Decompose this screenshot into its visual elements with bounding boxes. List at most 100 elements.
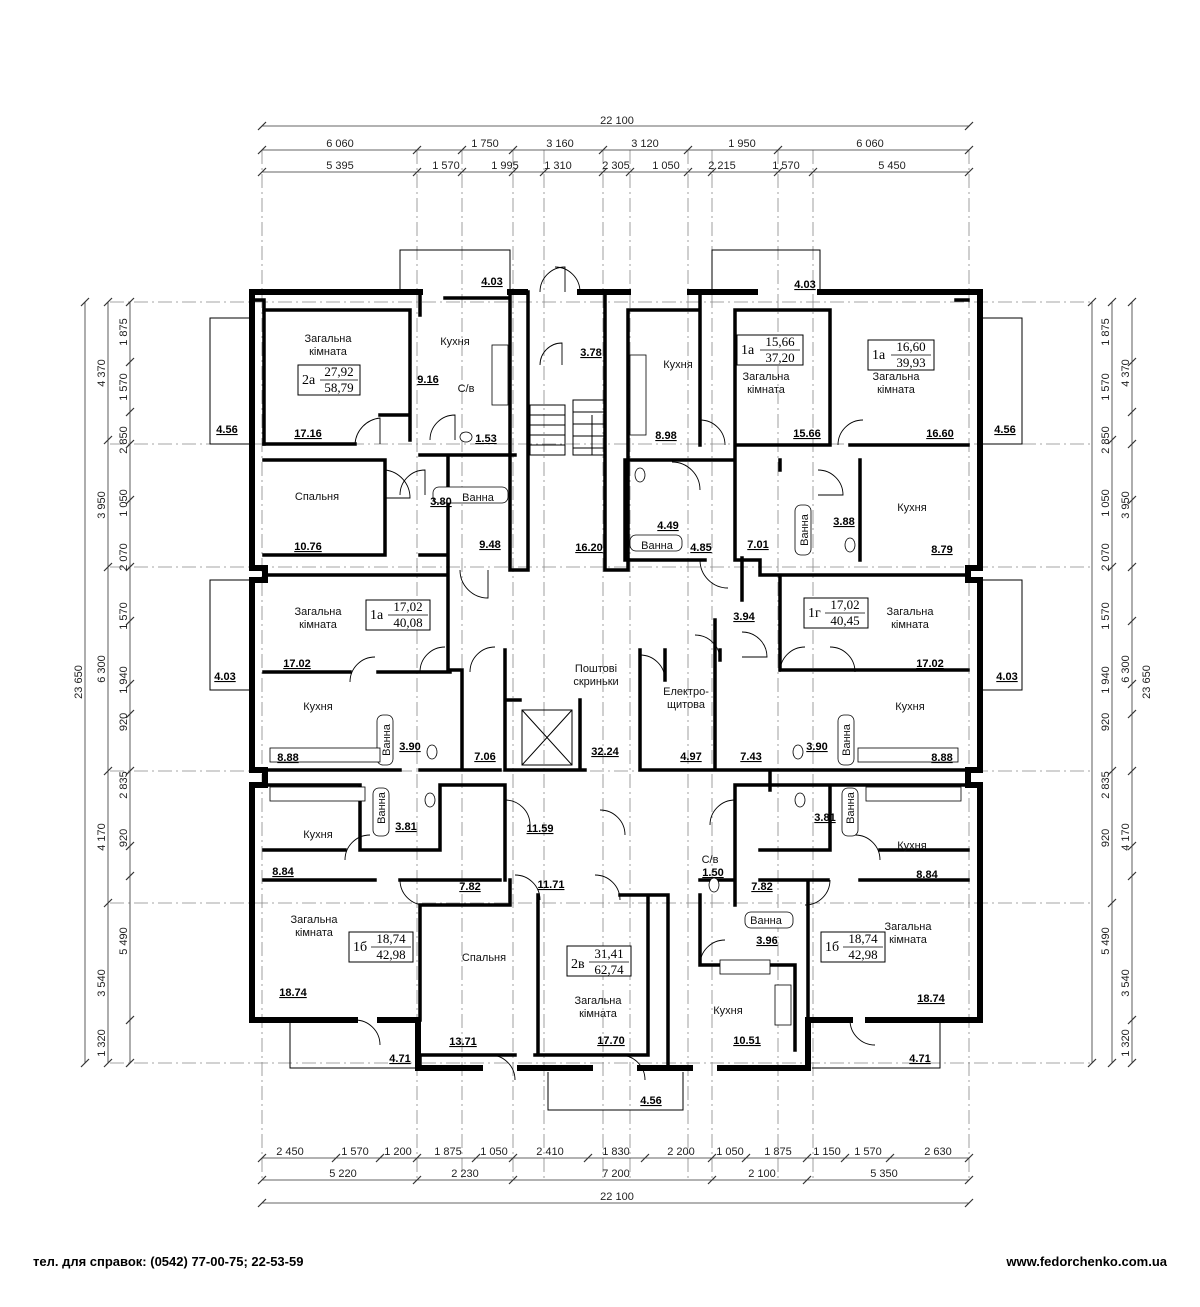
apartment-tag: 1б 18,74 42,98 <box>820 931 886 963</box>
room-label: Ванна <box>462 492 495 504</box>
room-label: Поштові <box>575 663 617 675</box>
room-area: 4.97 <box>680 751 701 763</box>
balcony-area: 4.71 <box>389 1053 410 1065</box>
dim-left-inner: 2 835 <box>118 771 130 799</box>
room-area: 15.66 <box>793 428 821 440</box>
room-label: кімната <box>579 1008 618 1020</box>
dim-right-inner: 1 050 <box>1100 489 1112 517</box>
room-label: Спальня <box>462 952 506 964</box>
svg-text:40,08: 40,08 <box>393 615 422 630</box>
room-area: 17.02 <box>916 658 944 670</box>
dim-left-inner: 2 070 <box>118 543 130 571</box>
svg-text:17,02: 17,02 <box>393 599 422 614</box>
dim-top-2: 2 215 <box>708 160 736 172</box>
dim-left-inner: 1 570 <box>118 373 130 401</box>
room-area: 7.01 <box>747 539 768 551</box>
dim-left-inner: 1 940 <box>118 666 130 694</box>
dim-right-mid: 6 300 <box>1120 655 1132 683</box>
svg-text:2а: 2а <box>302 373 316 388</box>
footer-website[interactable]: www.fedorchenko.com.ua <box>1006 1254 1167 1269</box>
dim-bottom-1: 2 450 <box>276 1146 304 1158</box>
room-label: Спальня <box>295 491 339 503</box>
dim-bottom-1: 1 875 <box>434 1146 462 1158</box>
room-label: Кухня <box>663 359 692 371</box>
svg-text:18,74: 18,74 <box>376 931 406 946</box>
apartment-tag: 2в 31,41 62,74 <box>566 945 632 977</box>
room-area: 10.51 <box>733 1035 761 1047</box>
apartment-tag: 1а 15,66 37,20 <box>736 334 804 366</box>
apartment-tag: 1б 18,74 42,98 <box>348 931 414 963</box>
dim-right-inner: 2 070 <box>1100 543 1112 571</box>
room-label: Загальна <box>743 371 791 383</box>
svg-text:2в: 2в <box>571 957 585 972</box>
dim-top-1: 3 160 <box>546 138 574 150</box>
dim-top-2: 1 570 <box>432 160 460 172</box>
svg-text:42,98: 42,98 <box>376 947 405 962</box>
room-area: 3.90 <box>806 741 827 753</box>
dim-left-inner: 5 490 <box>118 927 130 955</box>
room-area: 3.80 <box>430 496 451 508</box>
apartment-tags: 2а 27,92 58,79 1а 15,66 37,20 1а 16,60 3… <box>297 334 935 977</box>
room-area: 13.71 <box>449 1036 477 1048</box>
svg-text:18,74: 18,74 <box>848 931 878 946</box>
room-area: 8.88 <box>277 752 298 764</box>
room-label: кімната <box>877 384 916 396</box>
room-area: 3.96 <box>756 935 777 947</box>
room-area: 3.81 <box>814 812 835 824</box>
room-area: 7.82 <box>751 881 772 893</box>
room-label: кімната <box>299 619 338 631</box>
right-dimensions: 23 650 4 370 3 950 6 300 4 170 3 540 1 8… <box>1087 297 1153 1068</box>
room-label: Ванна <box>641 540 674 552</box>
room-label: щитова <box>667 699 706 711</box>
dim-bottom-1: 1 050 <box>480 1146 508 1158</box>
dim-bottom-1: 2 410 <box>536 1146 564 1158</box>
footer-phone: тел. для справок: (0542) 77-00-75; 22-53… <box>33 1254 304 1269</box>
dim-bottom-1: 1 830 <box>602 1146 630 1158</box>
dim-bottom-total: 22 100 <box>600 1191 634 1203</box>
dim-right-inner: 1 320 <box>1120 1029 1132 1057</box>
room-area: 3.81 <box>395 821 416 833</box>
room-area: 17.70 <box>597 1035 625 1047</box>
room-label: С/в <box>702 854 719 866</box>
room-area: 4.85 <box>690 542 711 554</box>
room-label: Загальна <box>885 921 933 933</box>
apartment-tag: 2а 27,92 58,79 <box>297 364 361 396</box>
dim-bottom-2: 5 220 <box>329 1168 357 1180</box>
room-label: Загальна <box>291 914 339 926</box>
interior-walls <box>262 290 970 1070</box>
room-area: 8.84 <box>916 869 938 881</box>
stairwell <box>521 399 606 766</box>
room-labels: Загальна кімната Кухня С/в Спальня Ванна… <box>291 333 935 1020</box>
balcony-areas: 4.03 4.03 4.56 4.56 4.03 4.03 4.71 4.71 … <box>214 276 1017 1107</box>
balcony-area: 4.56 <box>994 424 1015 436</box>
dim-right-inner: 2 835 <box>1100 771 1112 799</box>
apartment-tag: 1г 17,02 40,45 <box>803 597 869 629</box>
room-area: 8.88 <box>931 752 952 764</box>
dim-right-mid: 3 950 <box>1120 491 1132 519</box>
dim-left-mid: 4 370 <box>96 359 108 387</box>
room-label: Кухня <box>897 502 926 514</box>
room-label: Кухня <box>303 701 332 713</box>
room-area: 4.49 <box>657 520 678 532</box>
dim-left-inner: 1 570 <box>118 602 130 630</box>
room-area: 8.98 <box>655 430 676 442</box>
dim-top-2: 1 310 <box>544 160 572 172</box>
svg-text:1а: 1а <box>741 343 755 358</box>
room-label: Кухня <box>440 336 469 348</box>
room-label: Ванна <box>750 915 783 927</box>
balcony-area: 4.56 <box>640 1095 661 1107</box>
dim-right-inner: 1 875 <box>1100 318 1112 346</box>
balcony-area: 4.03 <box>996 671 1017 683</box>
dim-top-1: 3 120 <box>631 138 659 150</box>
dim-right-inner: 1 940 <box>1100 666 1112 694</box>
dim-bottom-2: 7 200 <box>602 1168 630 1180</box>
room-label: Ванна <box>381 723 393 756</box>
dim-bottom-1: 1 200 <box>384 1146 412 1158</box>
room-area: 3.94 <box>733 611 755 623</box>
svg-text:31,41: 31,41 <box>594 946 623 961</box>
room-area: 3.78 <box>580 347 601 359</box>
balcony-area: 4.56 <box>216 424 237 436</box>
dim-top-1: 6 060 <box>326 138 354 150</box>
room-label: Ванна <box>376 791 388 824</box>
dim-right-mid: 3 540 <box>1120 969 1132 997</box>
